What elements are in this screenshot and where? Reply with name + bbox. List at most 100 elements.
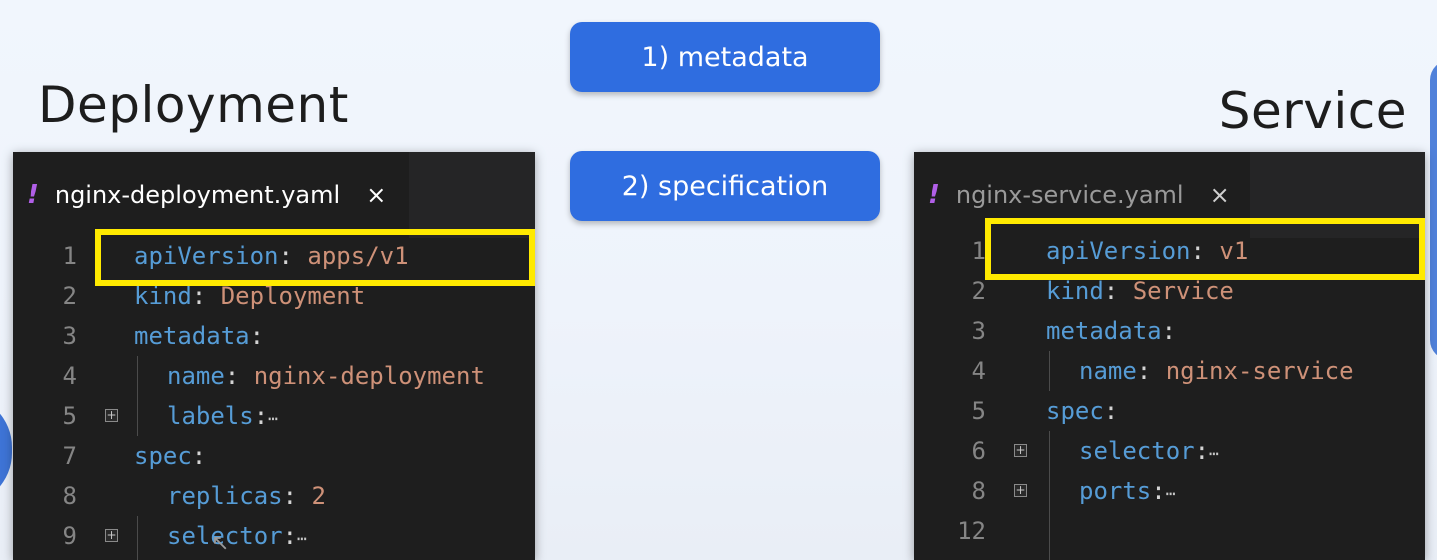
yaml-key: name xyxy=(1079,357,1137,385)
collapsed-ellipsis-icon[interactable]: ⋯ xyxy=(1209,444,1219,463)
close-icon[interactable]: × xyxy=(366,181,387,209)
yaml-value: 2 xyxy=(297,482,326,510)
code-line[interactable]: 2 kind: Deployment xyxy=(13,276,535,316)
code-text: apiVersion: v1 xyxy=(1046,231,1248,271)
collapsed-ellipsis-icon[interactable]: ⋯ xyxy=(1165,484,1176,503)
code-line[interactable]: 5 spec: xyxy=(914,391,1425,431)
code-text: spec: xyxy=(1046,391,1118,431)
metadata-button[interactable]: 1) metadata xyxy=(570,22,880,92)
yaml-key: spec xyxy=(134,442,192,470)
yaml-value: v1 xyxy=(1204,237,1249,265)
expand-fold-icon[interactable]: + xyxy=(105,408,118,422)
yaml-key: name xyxy=(167,362,225,390)
code-line[interactable]: 4 name: nginx-deployment xyxy=(13,356,535,396)
deployment-heading: Deployment xyxy=(38,76,349,134)
yaml-key: spec xyxy=(1046,397,1104,425)
code-line[interactable]: 6 + selector:⋯ xyxy=(914,431,1425,471)
specification-button[interactable]: 2) specification xyxy=(570,151,880,221)
line-number: 5 xyxy=(971,397,986,425)
yaml-key: selector xyxy=(167,522,283,550)
code-line[interactable]: 8 + ports:⋯ xyxy=(914,471,1425,511)
highlight-box xyxy=(985,218,1425,280)
yaml-separator: : xyxy=(282,522,298,550)
yaml-separator: : xyxy=(1103,397,1119,425)
code-line[interactable]: 8 replicas: 2 xyxy=(13,476,535,516)
tab-nginx-deployment[interactable]: ! nginx-deployment.yaml × xyxy=(13,152,409,238)
yaml-separator: : xyxy=(191,442,207,470)
code-line[interactable]: 1 apiVersion: v1 xyxy=(914,231,1425,271)
collapsed-ellipsis-icon[interactable]: ⋯ xyxy=(268,409,278,428)
code-text: ports:⋯ xyxy=(1079,471,1175,514)
yaml-key: metadata xyxy=(134,322,250,350)
tab-filename: nginx-deployment.yaml xyxy=(54,181,341,209)
decorative-shape-right xyxy=(1430,60,1437,360)
code-text: replicas: 2 xyxy=(167,476,326,516)
code-text: selector:⋯ xyxy=(167,516,307,559)
yaml-key: apiVersion xyxy=(134,242,279,270)
line-number: 8 xyxy=(62,482,77,510)
yaml-key: replicas xyxy=(167,482,283,510)
yaml-separator: : xyxy=(1103,277,1119,305)
yaml-separator: : xyxy=(1151,477,1166,505)
yaml-value: nginx-service xyxy=(1151,357,1354,385)
code-line[interactable]: 5 + labels:⋯ xyxy=(13,396,535,436)
line-number: 1 xyxy=(62,242,77,270)
code-line[interactable]: 9 + selector:⋯ xyxy=(13,516,535,556)
code-text: kind: Service xyxy=(1046,271,1234,311)
line-number: 7 xyxy=(62,442,77,470)
line-number: 2 xyxy=(62,282,77,310)
yaml-separator: : xyxy=(253,402,269,430)
yaml-key: ports xyxy=(1079,477,1152,505)
line-number: 4 xyxy=(62,362,77,390)
expand-fold-icon[interactable]: + xyxy=(105,528,118,542)
service-heading: Service xyxy=(1218,82,1407,140)
expand-fold-icon[interactable]: + xyxy=(1014,483,1027,497)
yaml-key: kind xyxy=(134,282,192,310)
yaml-separator: : xyxy=(191,282,207,310)
yaml-separator: : xyxy=(1136,357,1152,385)
yaml-separator: : xyxy=(282,482,298,510)
yaml-separator: : xyxy=(1194,437,1210,465)
code-text: labels:⋯ xyxy=(167,396,278,439)
indent-guide xyxy=(137,516,138,560)
yaml-key: metadata xyxy=(1046,317,1162,345)
line-number: 12 xyxy=(957,517,986,545)
indent-guide xyxy=(137,356,138,436)
expand-fold-icon[interactable]: + xyxy=(1014,443,1027,457)
code-line[interactable]: 7 spec: xyxy=(13,436,535,476)
code-text: metadata: xyxy=(134,316,264,356)
decorative-shape-left xyxy=(0,395,12,505)
yaml-key: selector xyxy=(1079,437,1195,465)
yaml-key: apiVersion xyxy=(1046,237,1191,265)
line-number: 4 xyxy=(971,357,986,385)
line-number: 1 xyxy=(971,237,986,265)
code-line[interactable]: 3 metadata: xyxy=(914,311,1425,351)
yaml-separator: : xyxy=(278,242,293,270)
line-number: 6 xyxy=(971,437,986,465)
line-number: 5 xyxy=(62,402,77,430)
yaml-value: Service xyxy=(1118,277,1234,305)
code-line[interactable]: 4 name: nginx-service xyxy=(914,351,1425,391)
line-number: 8 xyxy=(971,477,986,505)
mouse-cursor-icon: ↖ xyxy=(211,530,230,555)
collapsed-ellipsis-icon[interactable]: ⋯ xyxy=(297,529,307,548)
tab-strip xyxy=(409,152,535,238)
yaml-key: kind xyxy=(1046,277,1104,305)
line-number: 9 xyxy=(62,522,77,550)
code-line[interactable]: 12 xyxy=(914,511,1425,551)
yaml-value: Deployment xyxy=(206,282,366,310)
yaml-separator: : xyxy=(1161,317,1177,345)
close-icon[interactable]: × xyxy=(1209,181,1230,209)
line-number: 3 xyxy=(971,317,986,345)
yaml-key: labels xyxy=(167,402,254,430)
code-text: name: nginx-deployment xyxy=(167,356,485,396)
code-text: metadata: xyxy=(1046,311,1176,351)
yaml-separator: : xyxy=(249,322,265,350)
